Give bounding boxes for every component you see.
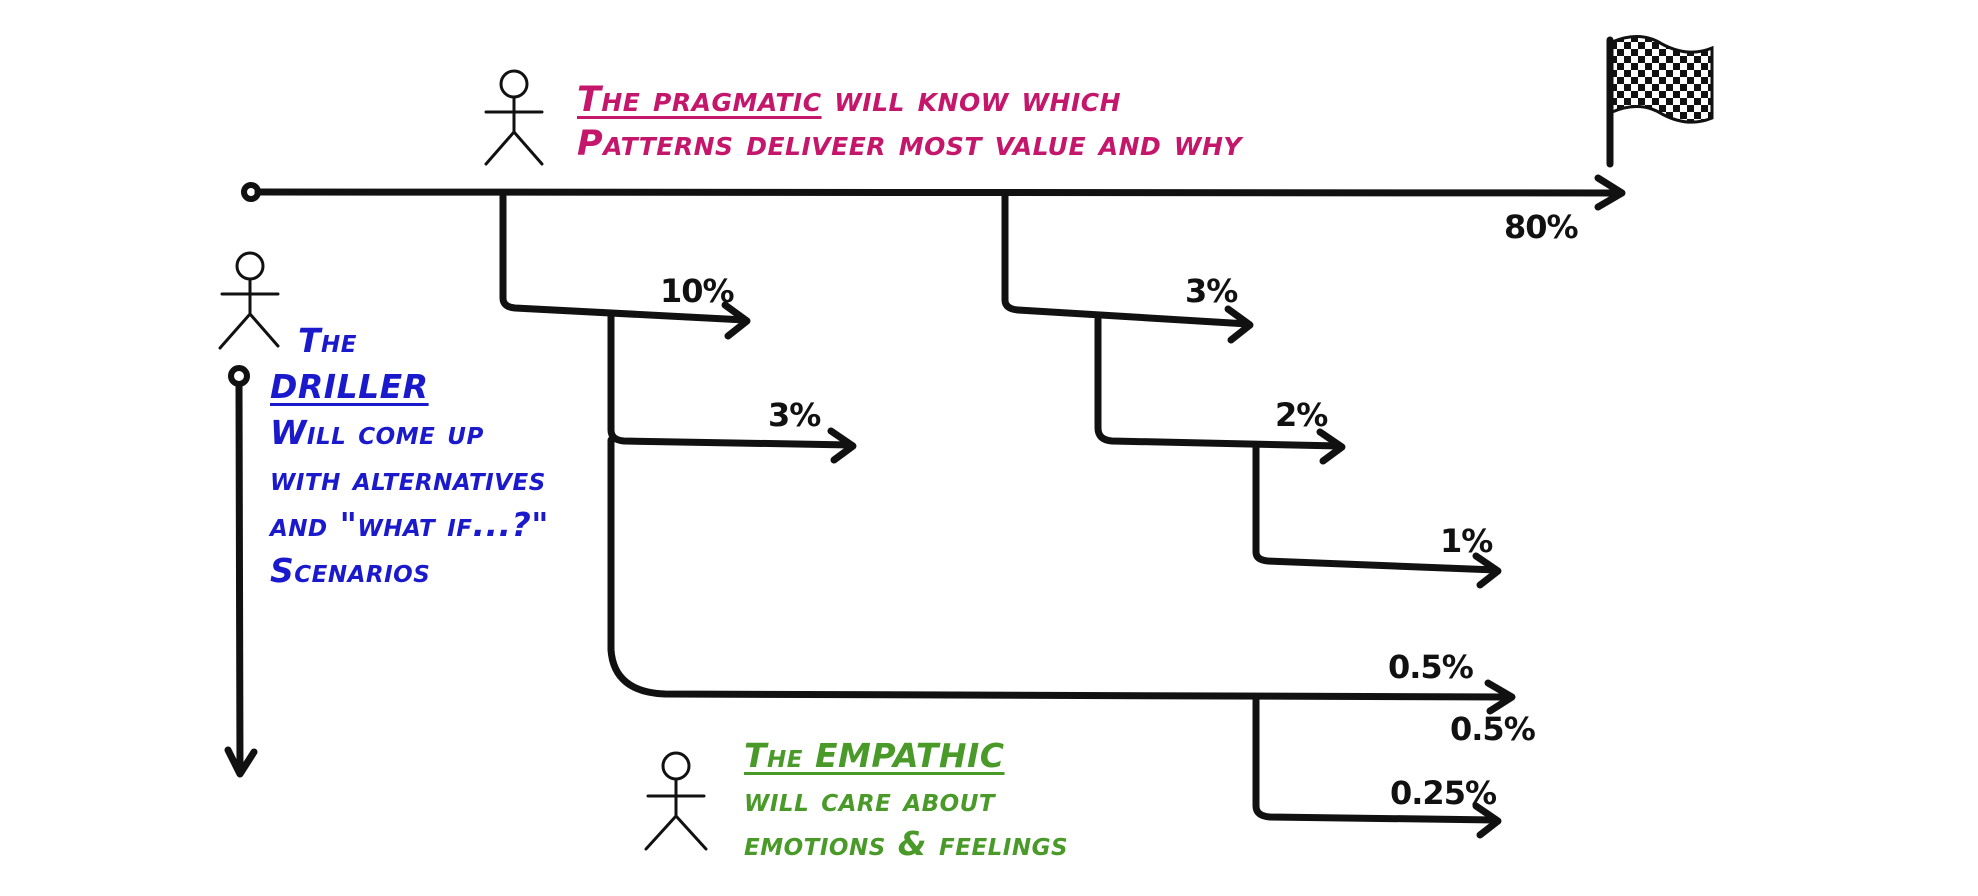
branch-c bbox=[1252, 696, 1502, 839]
driller-line-4: with alternatives bbox=[270, 459, 546, 498]
driller-path bbox=[224, 365, 258, 778]
driller-highlight: DRILLER bbox=[270, 367, 429, 406]
finish-flag-icon bbox=[1606, 35, 1714, 168]
driller-note: The DRILLER Will come up with alternativ… bbox=[270, 318, 549, 594]
pct-a2: 3% bbox=[768, 396, 821, 434]
pragmatic-line-2: Patterns deliveer most value and why bbox=[577, 124, 1243, 164]
pct-c2: 0.5% bbox=[1450, 710, 1536, 748]
pct-c3: 0.25% bbox=[1390, 774, 1497, 812]
empathic-line-2: will care about bbox=[744, 780, 996, 819]
pct-main: 80% bbox=[1504, 208, 1579, 246]
driller-line-6: Scenarios bbox=[270, 551, 431, 590]
driller-line-5: and "what if...?" bbox=[270, 505, 549, 544]
stick-figure-icon bbox=[484, 69, 544, 166]
driller-line-3: Will come up bbox=[270, 413, 484, 452]
branch-b bbox=[1001, 192, 1502, 589]
stick-figure-icon bbox=[644, 751, 708, 851]
main-path bbox=[241, 174, 1626, 211]
driller-line-1: The bbox=[298, 321, 357, 360]
pct-b3: 1% bbox=[1440, 522, 1493, 560]
pragmatic-highlight: The pragmatic bbox=[577, 80, 822, 120]
pragmatic-note: The pragmatic will know which Patterns d… bbox=[577, 78, 1242, 166]
pct-a1: 10% bbox=[660, 272, 735, 310]
stick-figure-icon bbox=[218, 251, 280, 350]
empathic-line-3: emotions & feelings bbox=[744, 824, 1069, 863]
pct-c1: 0.5% bbox=[1388, 648, 1474, 686]
pct-b2: 2% bbox=[1275, 396, 1328, 434]
pragmatic-line-1-rest: will know which bbox=[821, 80, 1122, 120]
branch-a bbox=[499, 192, 1516, 715]
pragmatic-line-1: The pragmatic will know which bbox=[577, 78, 1242, 122]
empathic-highlight: The EMPATHIC bbox=[744, 736, 1005, 775]
pct-b1: 3% bbox=[1185, 272, 1238, 310]
empathic-note: The EMPATHIC will care about emotions & … bbox=[744, 734, 1068, 866]
